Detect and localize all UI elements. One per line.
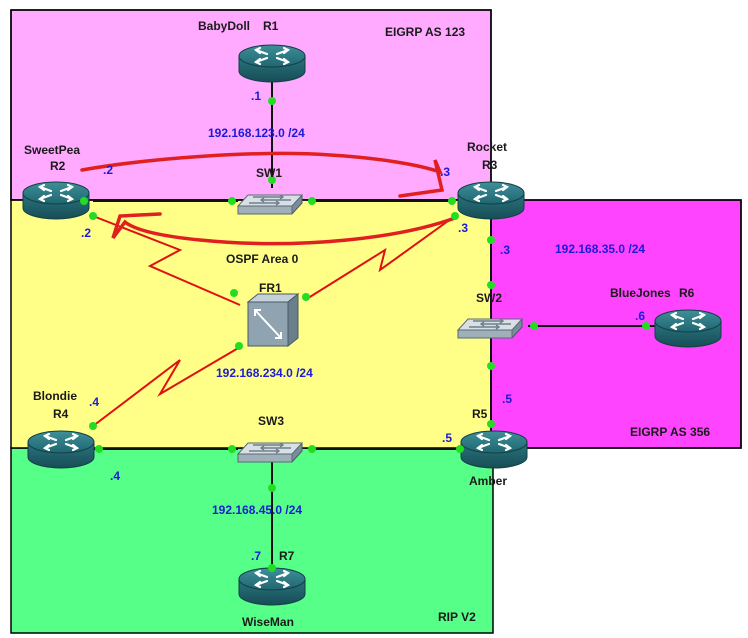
r7-hostname: WiseMan xyxy=(242,615,294,629)
r6-hostname: BlueJones xyxy=(610,286,671,300)
area-label-ospf0: OSPF Area 0 xyxy=(226,252,299,266)
rip-v2-area xyxy=(10,447,494,634)
fr1-label: FR1 xyxy=(259,281,282,295)
r5-id: R5 xyxy=(472,407,488,421)
r3-id: R3 xyxy=(482,158,498,172)
serial-r3-fr1 xyxy=(304,215,456,301)
router-r6[interactable] xyxy=(653,308,723,349)
router-r4[interactable] xyxy=(26,429,96,470)
area-label-rip: RIP V2 xyxy=(438,610,476,624)
r1-id: R1 xyxy=(263,19,279,33)
switch-sw3[interactable] xyxy=(237,442,303,463)
if-r5-sw3: .5 xyxy=(442,431,452,445)
area-label-eigrp356: EIGRP AS 356 xyxy=(630,425,710,439)
sw3-label: SW3 xyxy=(258,414,284,428)
if-r2-ser: .2 xyxy=(81,226,91,240)
serial-r2-fr1 xyxy=(92,215,241,306)
if-r2-eth: .2 xyxy=(103,163,113,177)
r3-hostname: Rocket xyxy=(467,140,507,154)
router-r2[interactable] xyxy=(21,180,91,221)
if-r3-sw2: .3 xyxy=(500,243,510,257)
router-r3[interactable] xyxy=(456,180,526,221)
sw1-label: SW1 xyxy=(256,166,282,180)
if-r5-sw2: .5 xyxy=(502,392,512,406)
if-r1: .1 xyxy=(251,89,261,103)
network-234: 192.168.234.0 /24 xyxy=(216,366,313,380)
area-label-eigrp123: EIGRP AS 123 xyxy=(385,25,465,39)
serial-r4-fr1 xyxy=(92,346,241,427)
if-r3-ser: .3 xyxy=(458,221,468,235)
sw2-label: SW2 xyxy=(476,291,502,305)
switch-sw1[interactable] xyxy=(237,194,303,215)
router-r5[interactable] xyxy=(459,429,529,470)
frame-relay-switch-fr1[interactable] xyxy=(246,292,300,348)
r1-hostname: BabyDoll xyxy=(198,19,250,33)
router-r1[interactable] xyxy=(237,43,307,84)
r4-id: R4 xyxy=(53,407,69,421)
router-r7[interactable] xyxy=(237,566,307,607)
r5-hostname: Amber xyxy=(469,474,507,488)
r6-id: R6 xyxy=(679,286,695,300)
r2-hostname: SweetPea xyxy=(24,143,80,157)
port-indicators xyxy=(80,97,650,572)
if-r7: .7 xyxy=(251,549,261,563)
ethernet-links xyxy=(93,82,658,570)
r4-hostname: Blondie xyxy=(33,389,77,403)
if-r4-ser: .4 xyxy=(89,395,99,409)
if-r6: .6 xyxy=(635,309,645,323)
if-r3-eth: .3 xyxy=(440,165,450,179)
if-r4-eth: .4 xyxy=(110,469,120,483)
network-35: 192.168.35.0 /24 xyxy=(555,242,645,256)
serial-links xyxy=(92,215,456,427)
network-45: 192.168.45.0 /24 xyxy=(212,503,302,517)
r7-id: R7 xyxy=(279,549,295,563)
r2-id: R2 xyxy=(50,159,66,173)
network-123: 192.168.123.0 /24 xyxy=(208,126,305,140)
annotation-scribble xyxy=(80,151,457,246)
switch-sw2[interactable] xyxy=(457,318,523,339)
